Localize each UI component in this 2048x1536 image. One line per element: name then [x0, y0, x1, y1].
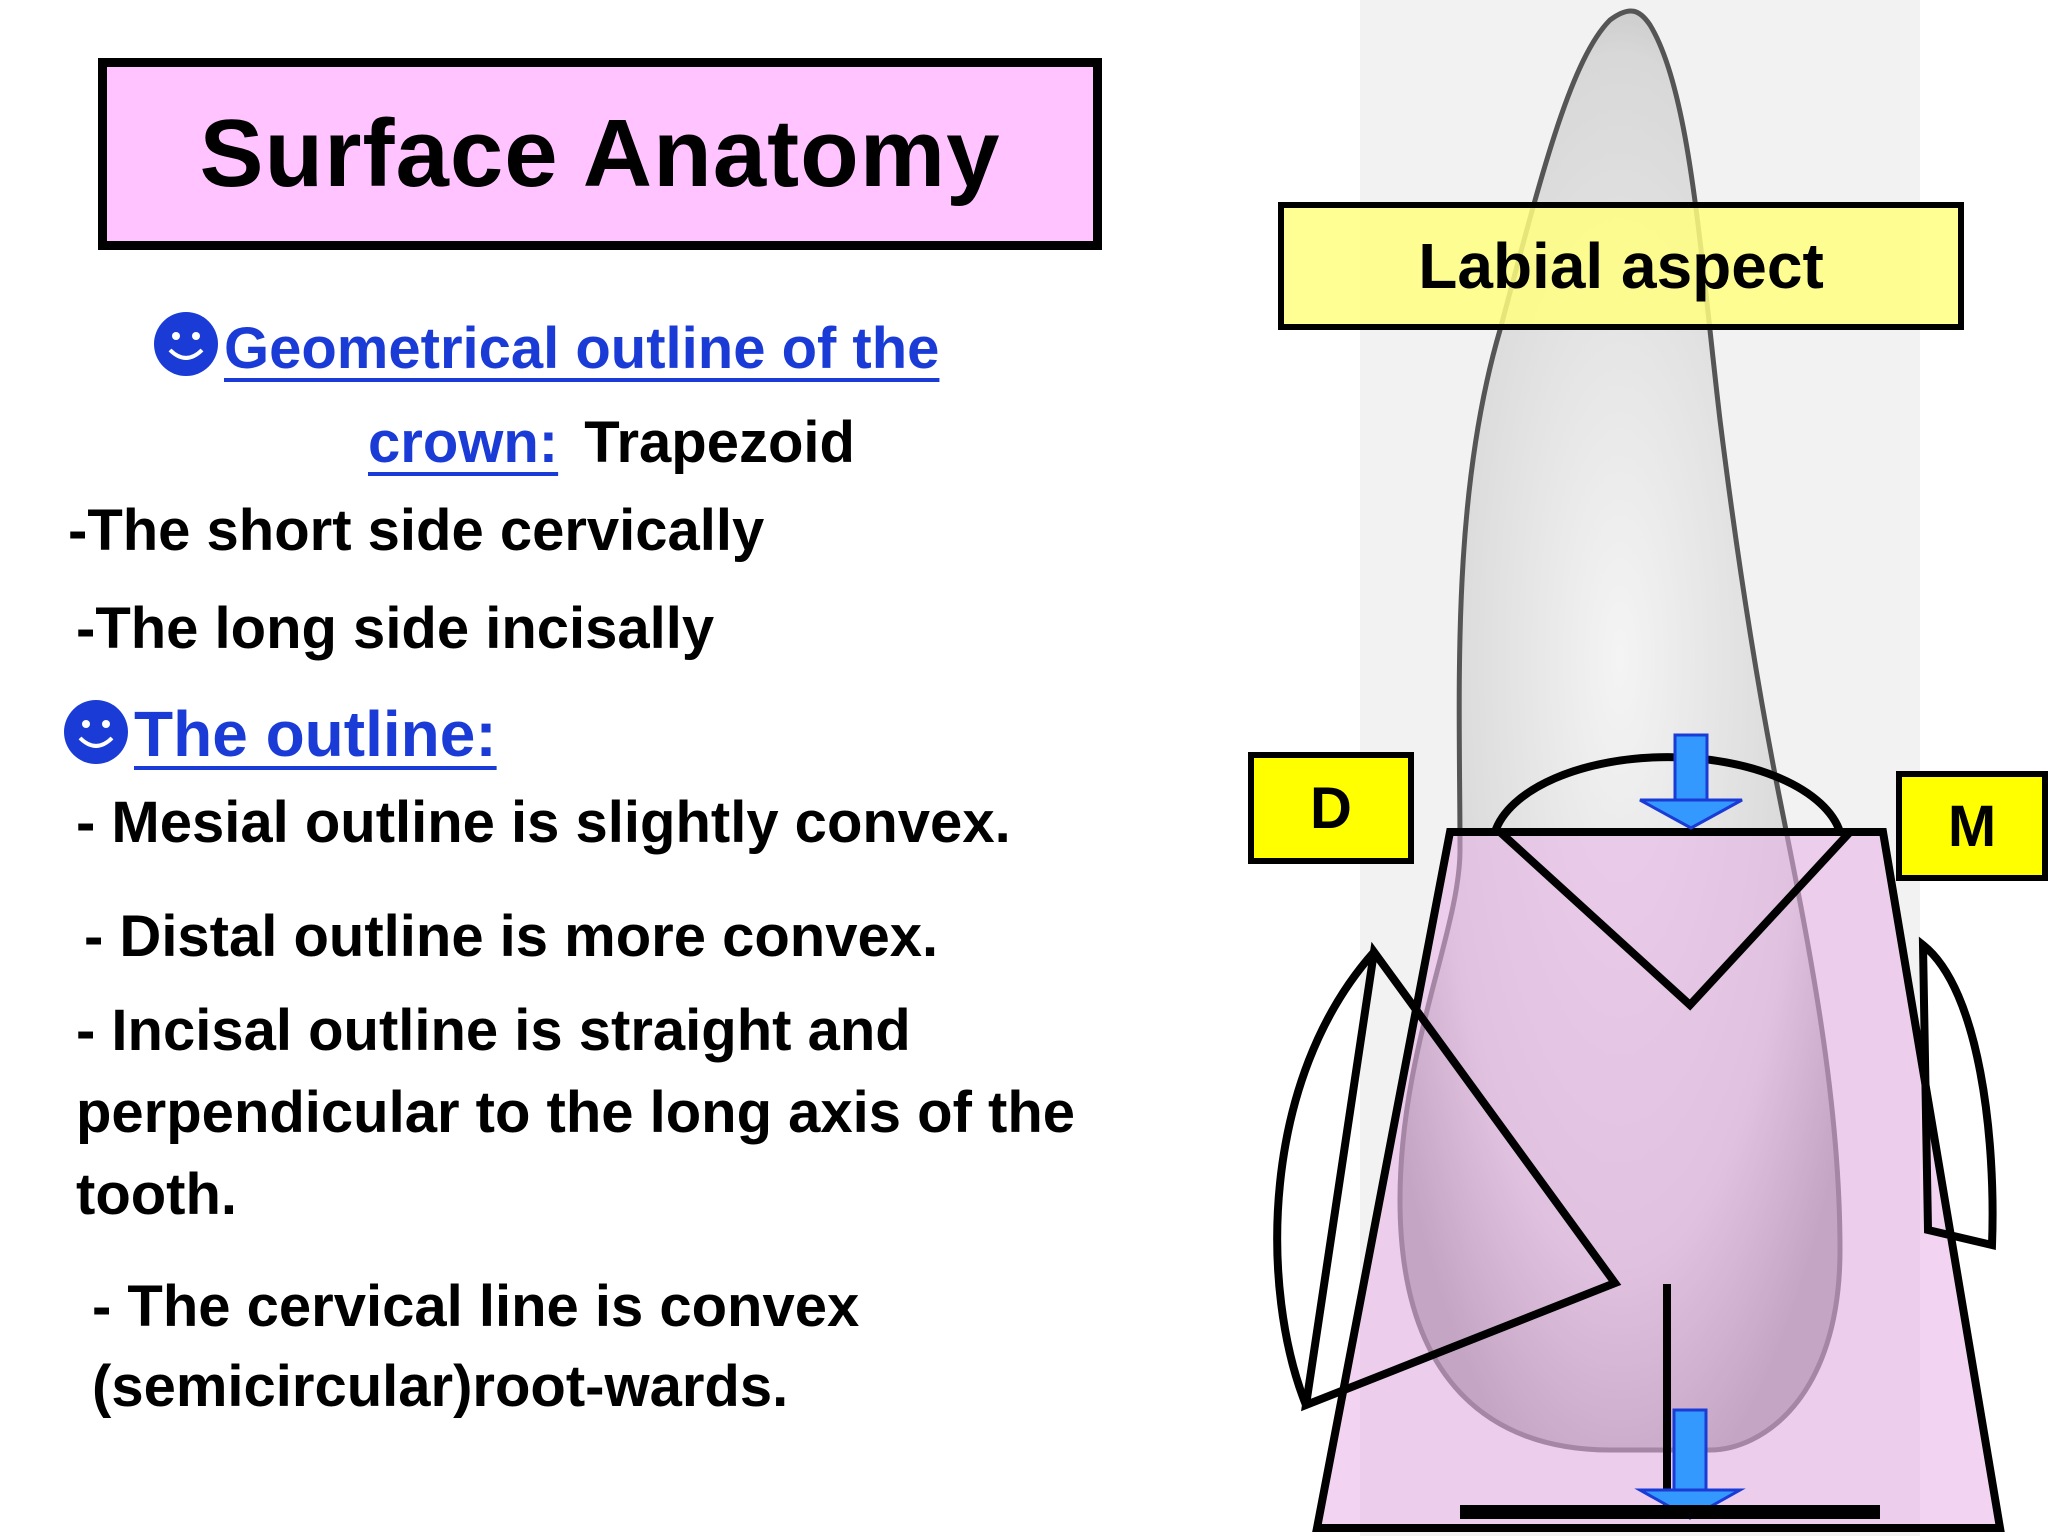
section2-item: perpendicular to the long axis of the [76, 1080, 1075, 1145]
crown-trapezoid [1312, 828, 2005, 1532]
section1-heading-line1: Geometrical outline of the [152, 310, 939, 378]
section1-item: -The short side cervically [68, 498, 765, 563]
mesial-label: M [1896, 771, 2048, 881]
page-title: Surface Anatomy [199, 100, 1001, 207]
cervical-triangle [1497, 829, 1853, 1011]
smiley-icon [154, 312, 218, 376]
labial-aspect-text: Labial aspect [1418, 230, 1824, 302]
section2-item: - The cervical line is convex [92, 1274, 860, 1339]
section1-answer: Trapezoid [584, 410, 855, 475]
distal-triangle [1301, 941, 1622, 1412]
section2-item: (semicircular)root-wards. [92, 1354, 789, 1419]
section1-item: -The long side incisally [76, 596, 715, 661]
distal-arc [1273, 949, 1377, 1407]
distal-label-text: D [1310, 775, 1352, 841]
section1-heading-line2: crown: Trapezoid [368, 414, 855, 472]
mesial-label-text: M [1947, 793, 1997, 859]
section2-item: - Distal outline is more convex. [84, 904, 939, 969]
distal-label: D [1248, 752, 1414, 864]
mesial-sliver [1918, 936, 1997, 1251]
incisal-edge-bar [1460, 1505, 1880, 1519]
section2-item: - Incisal outline is straight and [76, 998, 911, 1063]
section2-heading-text: The outline: [134, 698, 497, 770]
arrow-down-icon [1639, 733, 1743, 830]
arrow-down-icon [1634, 1408, 1746, 1520]
section1-heading-crown: crown: [368, 410, 559, 475]
title-box: Surface Anatomy [98, 58, 1102, 250]
cervical-arc [1491, 753, 1844, 834]
section2-item: - Mesial outline is slightly convex. [76, 790, 1011, 855]
labial-aspect-label: Labial aspect [1278, 202, 1964, 330]
section2-item: tooth. [76, 1162, 238, 1227]
section2-heading: The outline: [62, 698, 497, 766]
section1-heading-text: Geometrical outline of the [224, 316, 940, 381]
smiley-icon [64, 700, 128, 764]
